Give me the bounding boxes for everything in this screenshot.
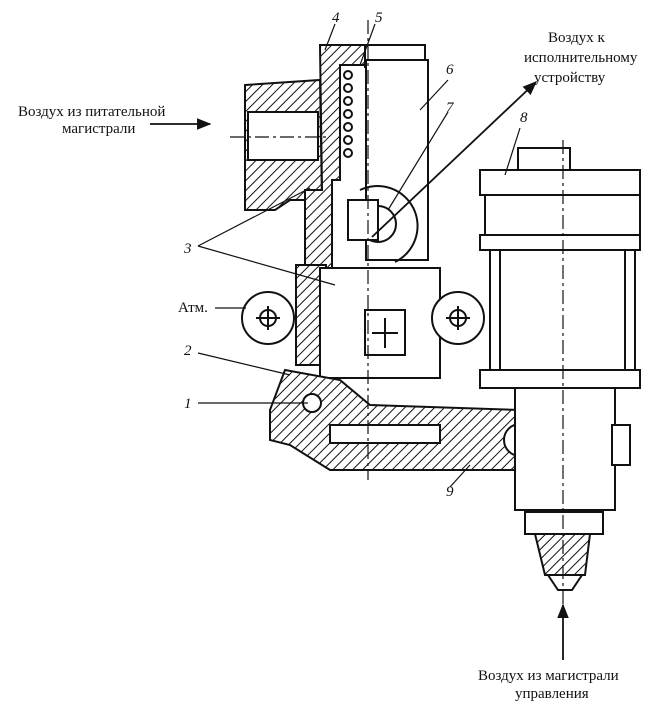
rollers	[241, 291, 485, 345]
part-number-9: 9	[446, 484, 454, 500]
label-atmosphere: Атм.	[178, 300, 208, 316]
label-air-supply-line-2: магистрали	[62, 121, 136, 137]
part-number-8: 8	[520, 110, 528, 126]
part-number-5: 5	[375, 10, 383, 26]
spring	[343, 70, 353, 158]
part-number-3: 3	[184, 241, 192, 257]
inner-mechanism	[319, 185, 441, 379]
center-lines	[230, 20, 564, 610]
label-air-to-actuator-2: исполнительному	[524, 50, 638, 66]
label-air-to-actuator-1: Воздух к	[548, 30, 605, 46]
part-number-6: 6	[446, 62, 454, 78]
inlet-fitting	[244, 78, 324, 211]
flow-arrows	[150, 81, 569, 660]
label-air-control-line-2: управления	[515, 686, 589, 702]
label-air-to-actuator-3: устройству	[534, 70, 606, 86]
leader-lines	[197, 23, 521, 488]
part-number-7: 7	[446, 100, 454, 116]
part-number-4: 4	[332, 10, 340, 26]
actuator	[479, 147, 641, 591]
part-number-2: 2	[184, 343, 192, 359]
label-air-supply-line-1: Воздух из питательной	[18, 104, 166, 120]
part-number-1: 1	[184, 396, 192, 412]
label-air-control-line-1: Воздух из магистрали	[478, 668, 619, 684]
